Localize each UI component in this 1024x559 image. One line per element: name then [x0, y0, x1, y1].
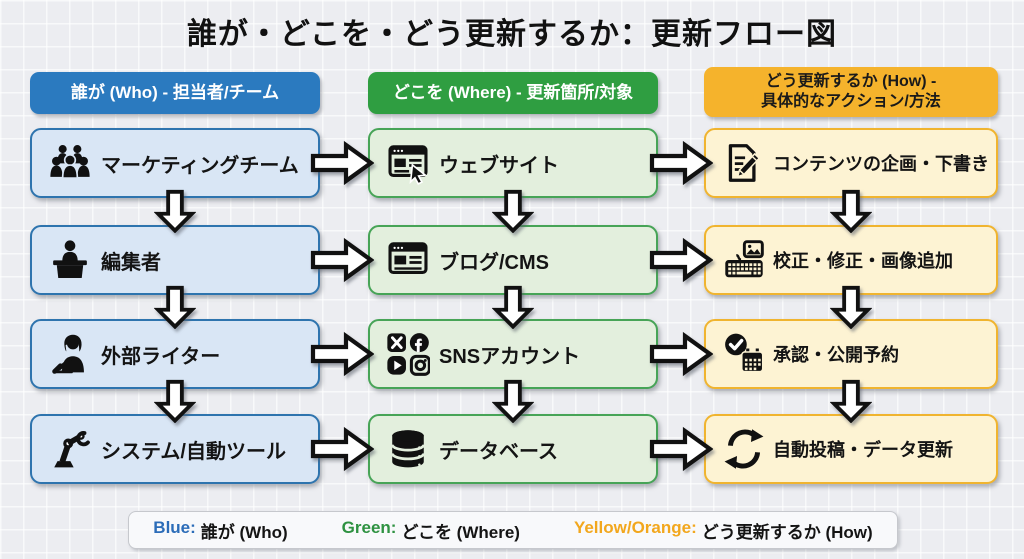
legend-term: Yellow/Orange: [573, 517, 697, 537]
legend-item-orange: Yellow/Orange: どう更新するか (How) [574, 518, 873, 543]
column-header-how: どう更新するか (How) - 具体的なアクション/方法 [704, 67, 998, 117]
writer-person-icon [45, 332, 95, 376]
legend-label: どこを (Where) [401, 522, 520, 542]
arrow-down-icon [154, 189, 196, 233]
database-icon [383, 427, 433, 471]
arrow-down-icon [492, 379, 534, 423]
legend-term: Green: [341, 517, 397, 537]
box-label: ブログ/CMS [439, 251, 549, 274]
arrow-right-icon [310, 331, 374, 377]
legend-item-green: Green: どこを (Where) [342, 518, 520, 543]
arrow-right-icon [649, 426, 713, 472]
box-auto-post-data-update: 自動投稿・データ更新 [704, 414, 998, 484]
arrow-right-icon [310, 426, 374, 472]
people-group-icon [45, 141, 95, 185]
keyboard-image-icon [719, 238, 769, 282]
box-label: コンテンツの企画・下書き [773, 154, 989, 174]
arrow-right-icon [310, 140, 374, 186]
box-label: 外部ライター [101, 345, 221, 368]
robot-arm-icon [45, 427, 95, 471]
legend: Blue: 誰が (Who) Green: どこを (Where) Yellow… [128, 511, 898, 549]
refresh-icon [719, 427, 769, 471]
box-label: データベース [439, 440, 558, 463]
box-label: ウェブサイト [439, 154, 559, 177]
legend-label: どう更新するか (How) [701, 522, 873, 542]
arrow-down-icon [830, 189, 872, 233]
arrow-down-icon [154, 379, 196, 423]
editor-desk-icon [45, 238, 95, 282]
box-label: 編集者 [101, 251, 161, 274]
arrow-down-icon [830, 379, 872, 423]
box-content-draft: コンテンツの企画・下書き [704, 128, 998, 198]
arrow-right-icon [310, 237, 374, 283]
column-header-who: 誰が (Who) - 担当者/チーム [30, 72, 320, 114]
page-title: 誰が・どこを・どう更新するか：更新フロー図 [186, 18, 838, 51]
check-calendar-icon [719, 332, 769, 376]
box-website: ウェブサイト [368, 128, 658, 198]
arrow-right-icon [649, 140, 713, 186]
arrow-down-icon [154, 285, 196, 329]
arrow-down-icon [492, 285, 534, 329]
box-label: 承認・公開予約 [773, 345, 899, 365]
box-label: 校正・修正・画像追加 [773, 251, 953, 271]
arrow-down-icon [830, 285, 872, 329]
document-pencil-icon [719, 141, 769, 185]
box-label: SNSアカウント [439, 345, 581, 368]
box-label: システム/自動ツール [101, 440, 286, 463]
legend-item-blue: Blue: 誰が (Who) [153, 518, 287, 543]
arrow-right-icon [649, 237, 713, 283]
arrow-right-icon [649, 331, 713, 377]
legend-term: Blue: [153, 517, 196, 537]
arrow-down-icon [492, 189, 534, 233]
box-marketing-team: マーケティングチーム [30, 128, 320, 198]
column-header-where: どこを (Where) - 更新箇所/対象 [368, 72, 658, 114]
legend-label: 誰が (Who) [200, 522, 288, 542]
box-label: マーケティングチーム [101, 154, 299, 177]
browser-window-icon [383, 238, 433, 282]
website-cursor-icon [383, 141, 433, 185]
box-label: 自動投稿・データ更新 [773, 440, 953, 460]
sns-logos-icon [383, 332, 433, 376]
box-system-auto-tools: システム/自動ツール [30, 414, 320, 484]
box-database: データベース [368, 414, 658, 484]
